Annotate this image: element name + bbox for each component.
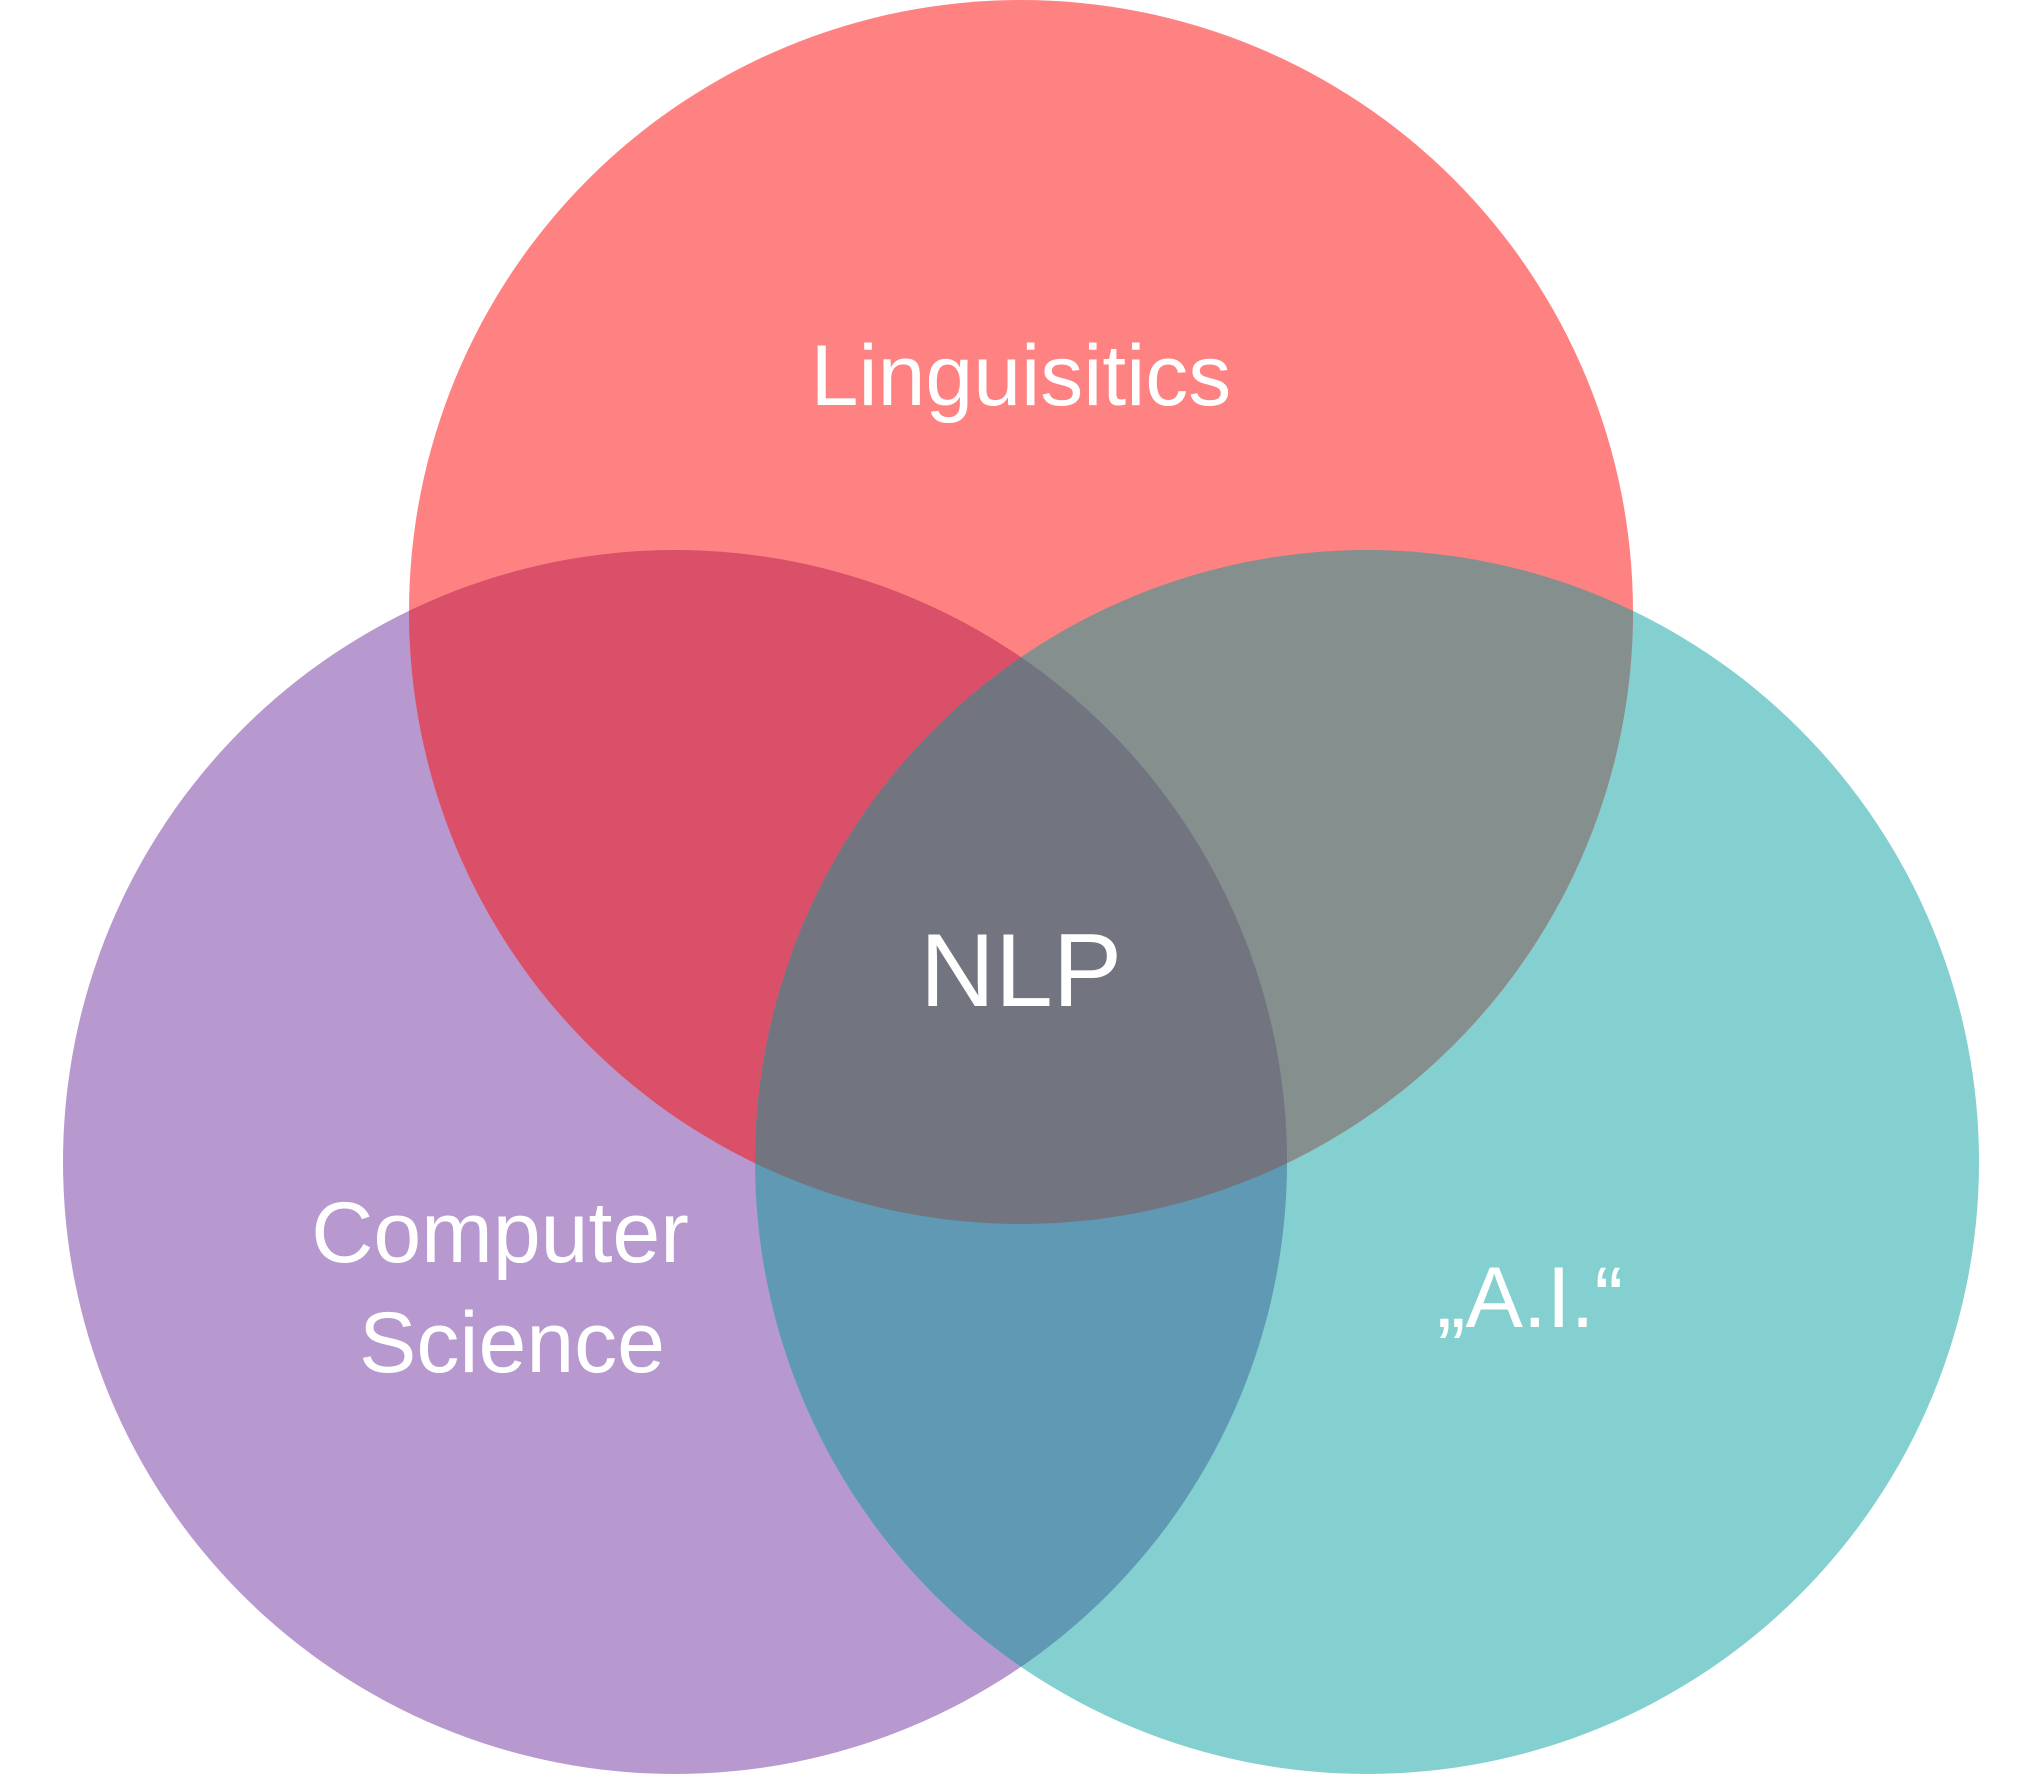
label-computer-science-line-1: Computer xyxy=(311,1185,689,1281)
overlap-all-three xyxy=(755,550,1287,1224)
label-computer-science-line-2: Science xyxy=(359,1295,665,1391)
label-linguistics: Linguisitics xyxy=(811,328,1232,424)
label-ai: „A.I.“ xyxy=(1437,1250,1623,1346)
label-computer-science: Computer Science xyxy=(311,1185,713,1391)
label-nlp: NLP xyxy=(920,913,1122,1029)
